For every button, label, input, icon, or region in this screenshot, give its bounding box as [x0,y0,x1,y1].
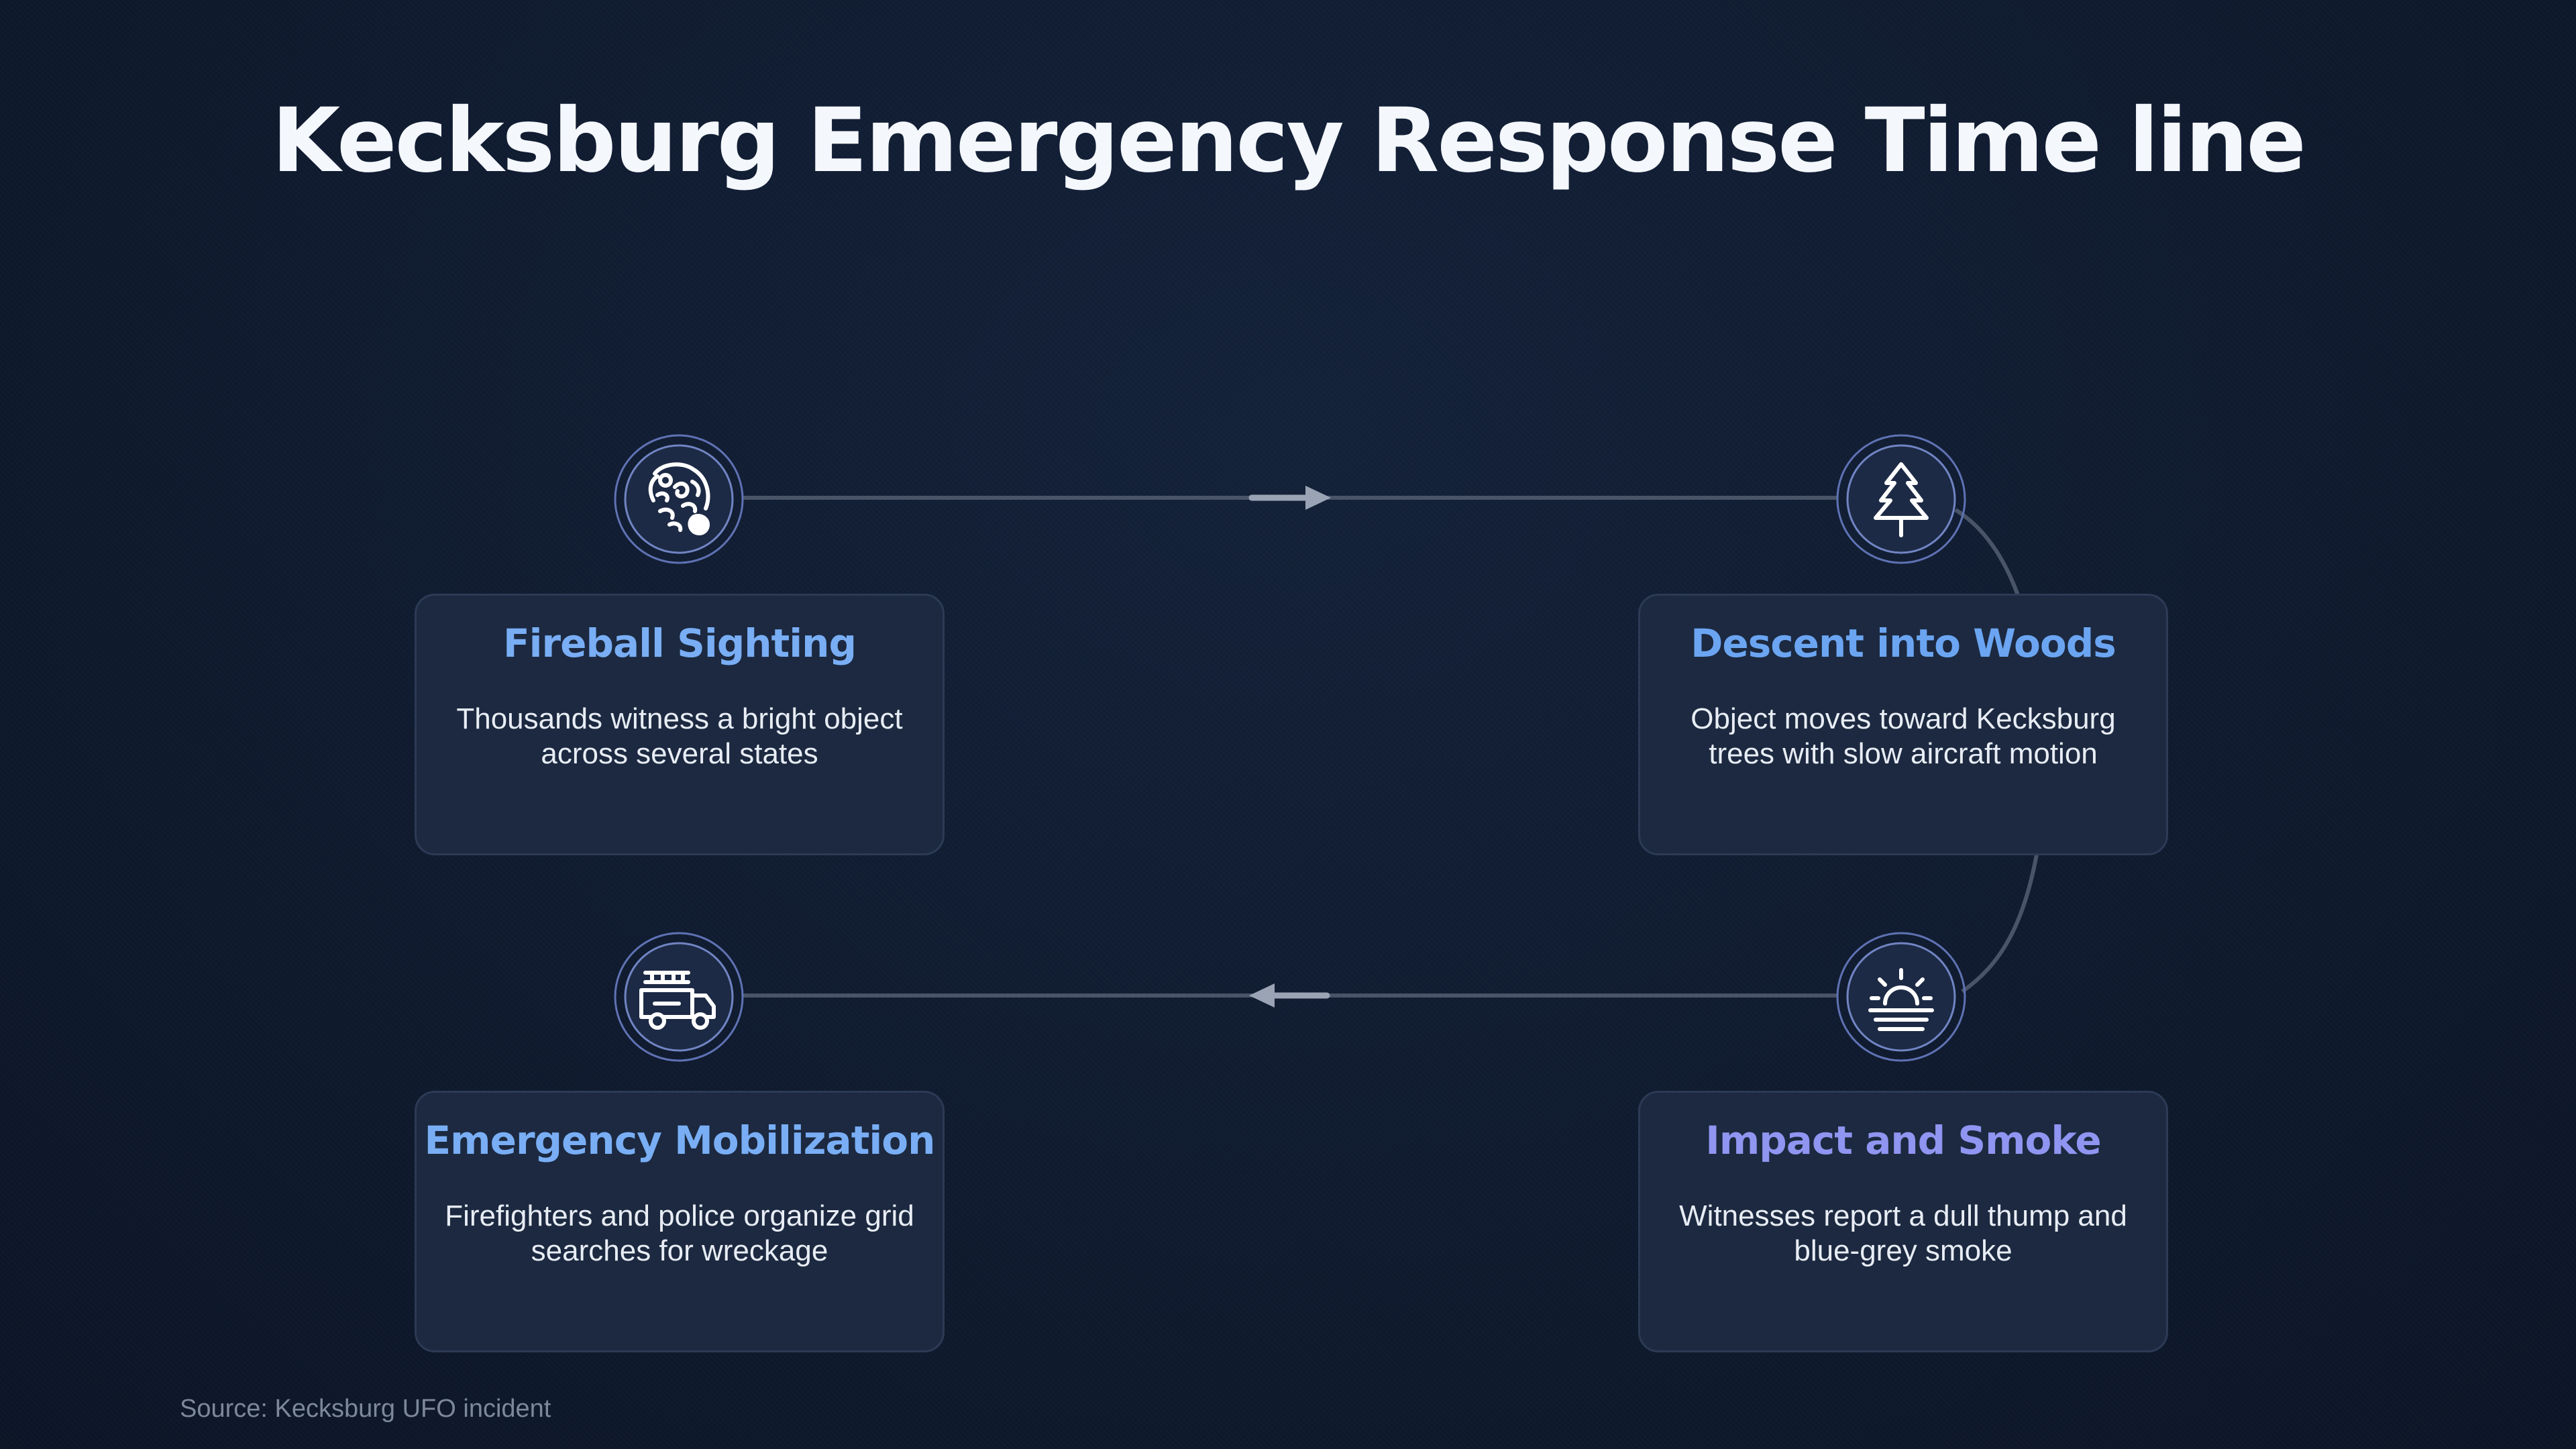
step-card-fireball-sighting: Fireball Sighting Thousands witness a br… [415,594,945,855]
step-title: Emergency Mobilization [424,1118,936,1163]
step-node-2 [1835,433,1967,565]
step-node-4 [613,931,745,1063]
step-node-1 [613,433,745,565]
step-card-descent-into-woods: Descent into Woods Object moves toward K… [1638,594,2168,855]
step-description: Witnesses report a dull thump and blue-g… [1679,1199,2127,1267]
step-description: Firefighters and police organize grid se… [445,1199,914,1267]
arrow-left [1249,983,1330,1008]
step-title: Descent into Woods [1690,621,2116,666]
step-card-impact-and-smoke: Impact and Smoke Witnesses report a dull… [1638,1091,2168,1352]
step-title: Fireball Sighting [503,621,857,666]
pine-tree-icon [1836,434,1966,564]
step-card-emergency-mobilization: Emergency Mobilization Firefighters and … [415,1091,945,1352]
page-title: Kecksburg Emergency Response Time line [272,89,2306,193]
step-description: Thousands witness a bright object across… [456,702,903,770]
arrow-right [1248,486,1331,510]
step-description: Object moves toward Kecksburg trees with… [1690,702,2116,770]
fireball-icon [614,434,744,564]
step-title: Impact and Smoke [1705,1118,2102,1163]
source-note: Source: Kecksburg UFO incident [180,1395,551,1423]
step-node-3 [1835,931,1967,1063]
sunset-icon [1836,932,1966,1062]
fire-truck-icon [614,932,744,1062]
